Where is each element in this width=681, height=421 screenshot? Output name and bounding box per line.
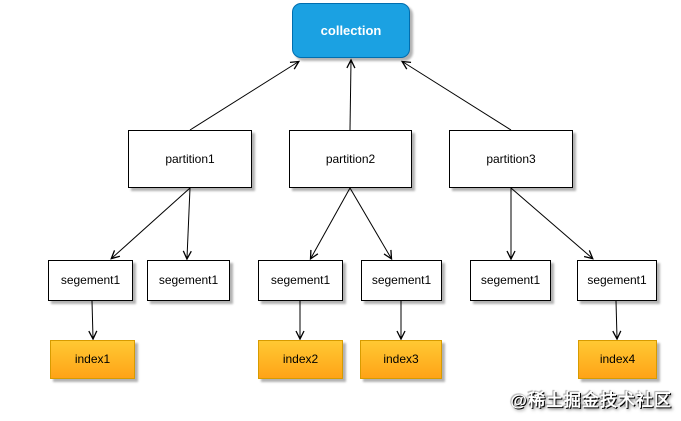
- node-partition3: partition3: [449, 130, 573, 188]
- node-segment5-label: segement1: [480, 273, 541, 288]
- node-partition1: partition1: [128, 130, 252, 188]
- node-segment4-label: segement1: [371, 273, 432, 288]
- node-index2-label: index2: [282, 352, 319, 367]
- node-segment6: segement1: [577, 260, 657, 301]
- node-index1: index1: [50, 340, 135, 379]
- node-segment1-label: segement1: [60, 273, 121, 288]
- node-index3-label: index3: [383, 352, 419, 367]
- edge-segment1-index1: [88, 300, 98, 341]
- edge-segment6-index4: [612, 300, 622, 341]
- node-segment3: segement1: [258, 260, 343, 301]
- node-collection-label: collection: [320, 22, 382, 38]
- watermark-text: @稀土掘金技术社区: [510, 391, 672, 410]
- node-index4: index4: [578, 340, 657, 379]
- node-segment1: segement1: [48, 260, 133, 301]
- edge-partition2-collection: [346, 58, 356, 131]
- node-partition2: partition2: [289, 130, 412, 188]
- edge-partition1-collection: [189, 60, 301, 131]
- node-collection: collection: [292, 3, 410, 58]
- edge-partition3-segment6: [510, 187, 594, 260]
- node-segment2-label: segement1: [158, 273, 219, 288]
- edge-partition2-segment4: [349, 187, 393, 261]
- node-partition2-label: partition2: [325, 151, 376, 166]
- node-segment2: segement1: [147, 260, 230, 301]
- node-segment6-label: segement1: [587, 273, 647, 288]
- node-index2: index2: [258, 340, 343, 379]
- node-partition1-label: partition1: [165, 151, 215, 166]
- node-index3: index3: [360, 340, 442, 379]
- node-index1-label: index1: [74, 352, 111, 367]
- node-segment4: segement1: [361, 260, 442, 301]
- node-partition3-label: partition3: [486, 151, 536, 166]
- edge-partition1-segment2: [182, 187, 192, 261]
- node-segment3-label: segement1: [270, 273, 331, 288]
- edge-partition2-segment3: [309, 187, 351, 261]
- node-segment5: segement1: [470, 260, 551, 301]
- edge-partition3-collection: [400, 60, 512, 131]
- watermark: @稀土掘金技术社区: [510, 386, 672, 411]
- edge-partition1-segment1: [110, 187, 191, 260]
- node-index4-label: index4: [599, 352, 636, 367]
